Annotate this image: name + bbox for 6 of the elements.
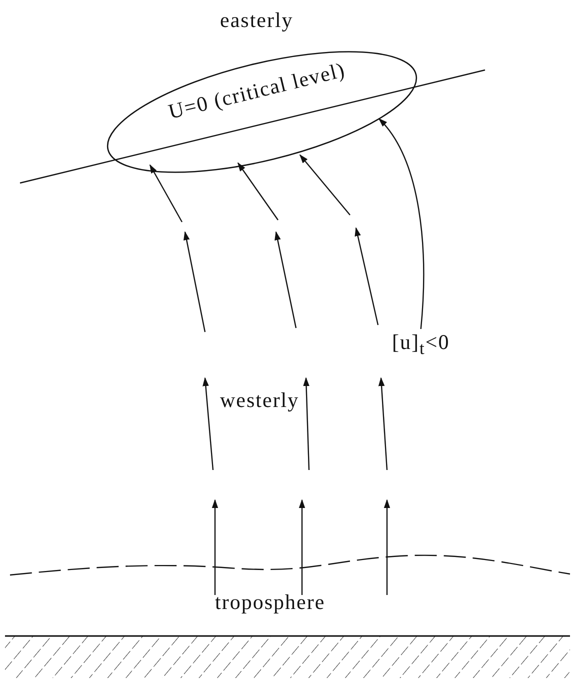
region-label: U=0 (critical level)	[166, 58, 348, 125]
region-label: easterly	[220, 8, 294, 33]
tendency-label: [u]$_{t}$<0	[392, 330, 450, 360]
leader-arrow	[378, 118, 424, 330]
region-label: westerly	[220, 388, 300, 413]
region-label: troposphere	[215, 590, 326, 615]
